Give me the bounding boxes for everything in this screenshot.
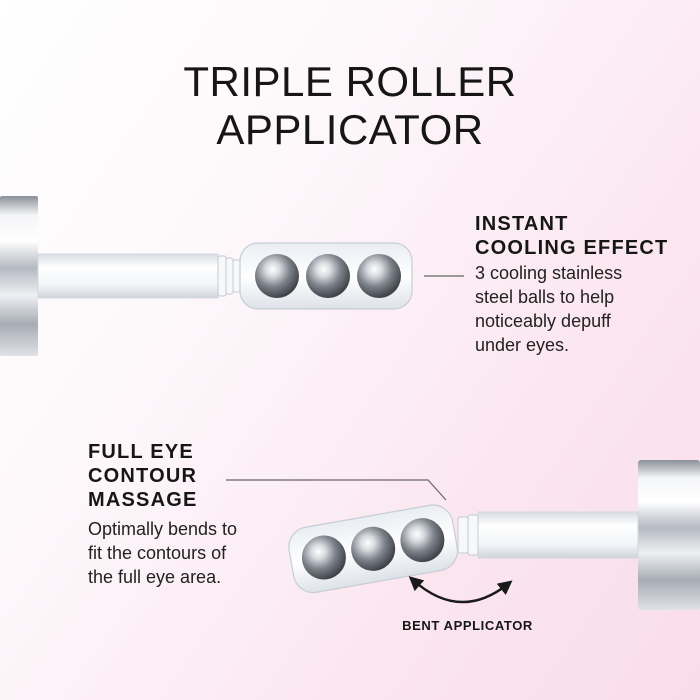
contour-description-line-1: Optimally bends to [88,519,238,539]
top-stem [37,253,219,299]
bottom-stem [477,511,639,559]
contour-heading-line-3: MASSAGE [88,489,198,511]
cooling-heading-line-2: COOLING EFFECT [475,237,669,259]
contour-description-line-2: fit the contours of [88,543,227,563]
bottom-neck [457,514,479,556]
straight-applicator [0,196,413,356]
contour-heading-line-1: FULL EYE [88,441,194,463]
top-steel-ball-3 [357,254,401,298]
cooling-description-line-4: under eyes. [475,335,570,355]
top-steel-ball-1 [255,254,299,298]
contour-heading: FULL EYE CONTOUR MASSAGE [88,440,198,512]
bent-applicator-label: BENT APPLICATOR [402,618,533,633]
bottom-steel-ball-1 [301,535,346,580]
cooling-description-line-1: 3 cooling stainless [475,263,623,283]
cooling-description-line-3: noticeably depuff [475,311,611,331]
bottom-cap [638,460,700,610]
cooling-description-line-2: steel balls to help [475,287,615,307]
bottom-steel-ball-3 [400,518,445,563]
contour-description-line-3: the full eye area. [88,567,222,587]
top-steel-ball-2 [306,254,350,298]
contour-description: Optimally bends to fit the contours of t… [88,517,288,589]
curved-double-arrow-icon [408,576,513,604]
title-line-1: TRIPLE ROLLER [183,58,517,105]
bent-applicator [288,460,700,610]
contour-heading-line-2: CONTOUR [88,465,198,487]
title-line-2: APPLICATOR [216,106,484,153]
contour-callout-line [226,479,447,501]
page-title: TRIPLE ROLLER APPLICATOR [0,58,700,154]
cooling-description: 3 cooling stainless steel balls to help … [475,261,700,357]
top-cap [0,196,38,356]
cooling-heading-line-1: INSTANT [475,213,569,235]
bottom-steel-ball-2 [351,526,396,571]
cooling-heading: INSTANT COOLING EFFECT [475,212,668,260]
top-neck [217,255,241,297]
